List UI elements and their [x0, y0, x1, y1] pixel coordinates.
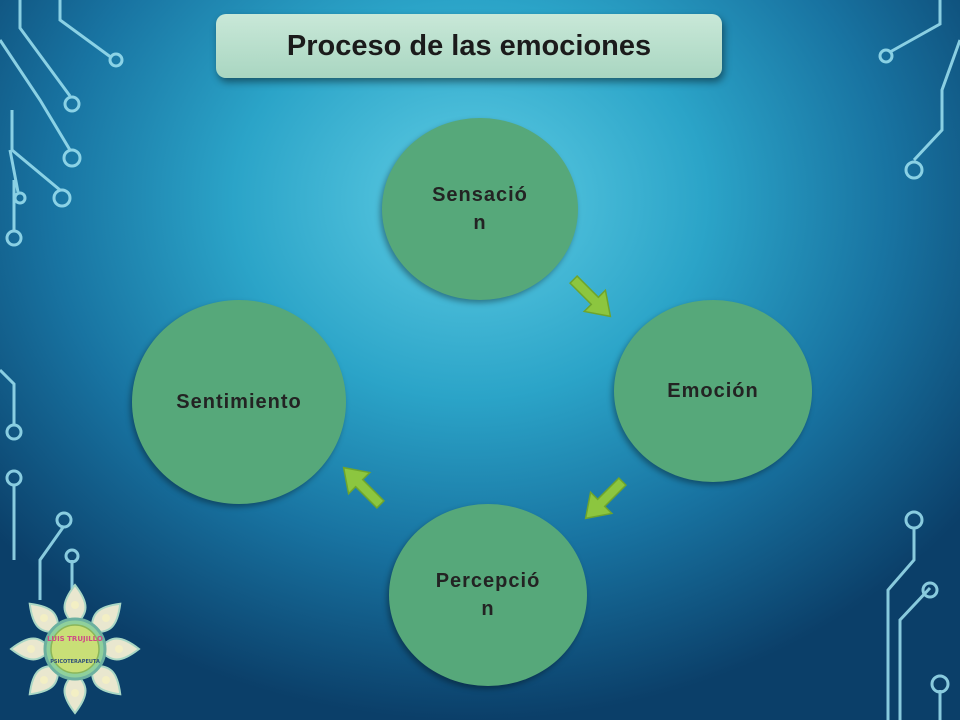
- arrow-emocion-to-percepcion: [574, 470, 634, 530]
- node-sensacion-label: Sensación: [432, 184, 528, 234]
- arrow-sensacion-to-emocion: [562, 268, 622, 328]
- svg-text:LUIS TRUJILLO: LUIS TRUJILLO: [47, 635, 103, 643]
- node-sentimiento: Sentimiento: [132, 300, 346, 504]
- logo-name: LUIS TRUJILLO: [47, 635, 103, 643]
- node-percepcion-label: Percepción: [435, 570, 541, 620]
- arrow-percepcion-to-sentimiento: [332, 456, 392, 516]
- title-box: Proceso de las emociones: [216, 14, 722, 78]
- node-emocion-label: Emoción: [667, 380, 759, 402]
- node-sentimiento-label: Sentimiento: [176, 391, 302, 413]
- mandala-logo: LUIS TRUJILLO PSICOTERAPEUTA: [9, 583, 141, 715]
- node-percepcion: Percepción: [389, 504, 587, 686]
- page-title: Proceso de las emociones: [286, 29, 652, 62]
- node-emocion: Emoción: [614, 300, 812, 482]
- node-sensacion: Sensación: [382, 118, 578, 300]
- logo-subtitle: PSICOTERAPEUTA: [50, 659, 100, 665]
- svg-text:PSICOTERAPEUTA: PSICOTERAPEUTA: [50, 659, 100, 665]
